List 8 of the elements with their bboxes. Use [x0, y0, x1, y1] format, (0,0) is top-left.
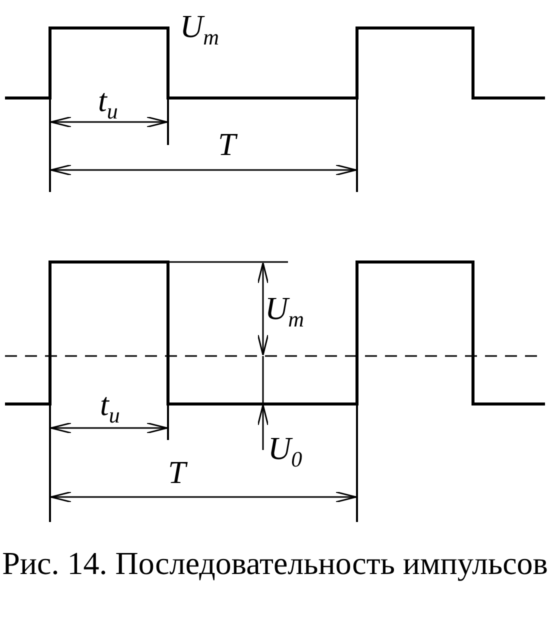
- period-label: T: [218, 128, 236, 160]
- duration-label: t$_{и}$: [98, 84, 118, 122]
- voltage-label: U$_{0}$: [268, 432, 302, 470]
- voltage-label: U$_{m}$: [265, 292, 304, 330]
- period-label: T: [168, 456, 186, 488]
- figure-caption: Рис. 14. Последовательность импульсов: [1, 544, 549, 583]
- duration-label: t$_{и}$: [100, 388, 120, 426]
- voltage-label: U$_{m}$: [180, 10, 219, 48]
